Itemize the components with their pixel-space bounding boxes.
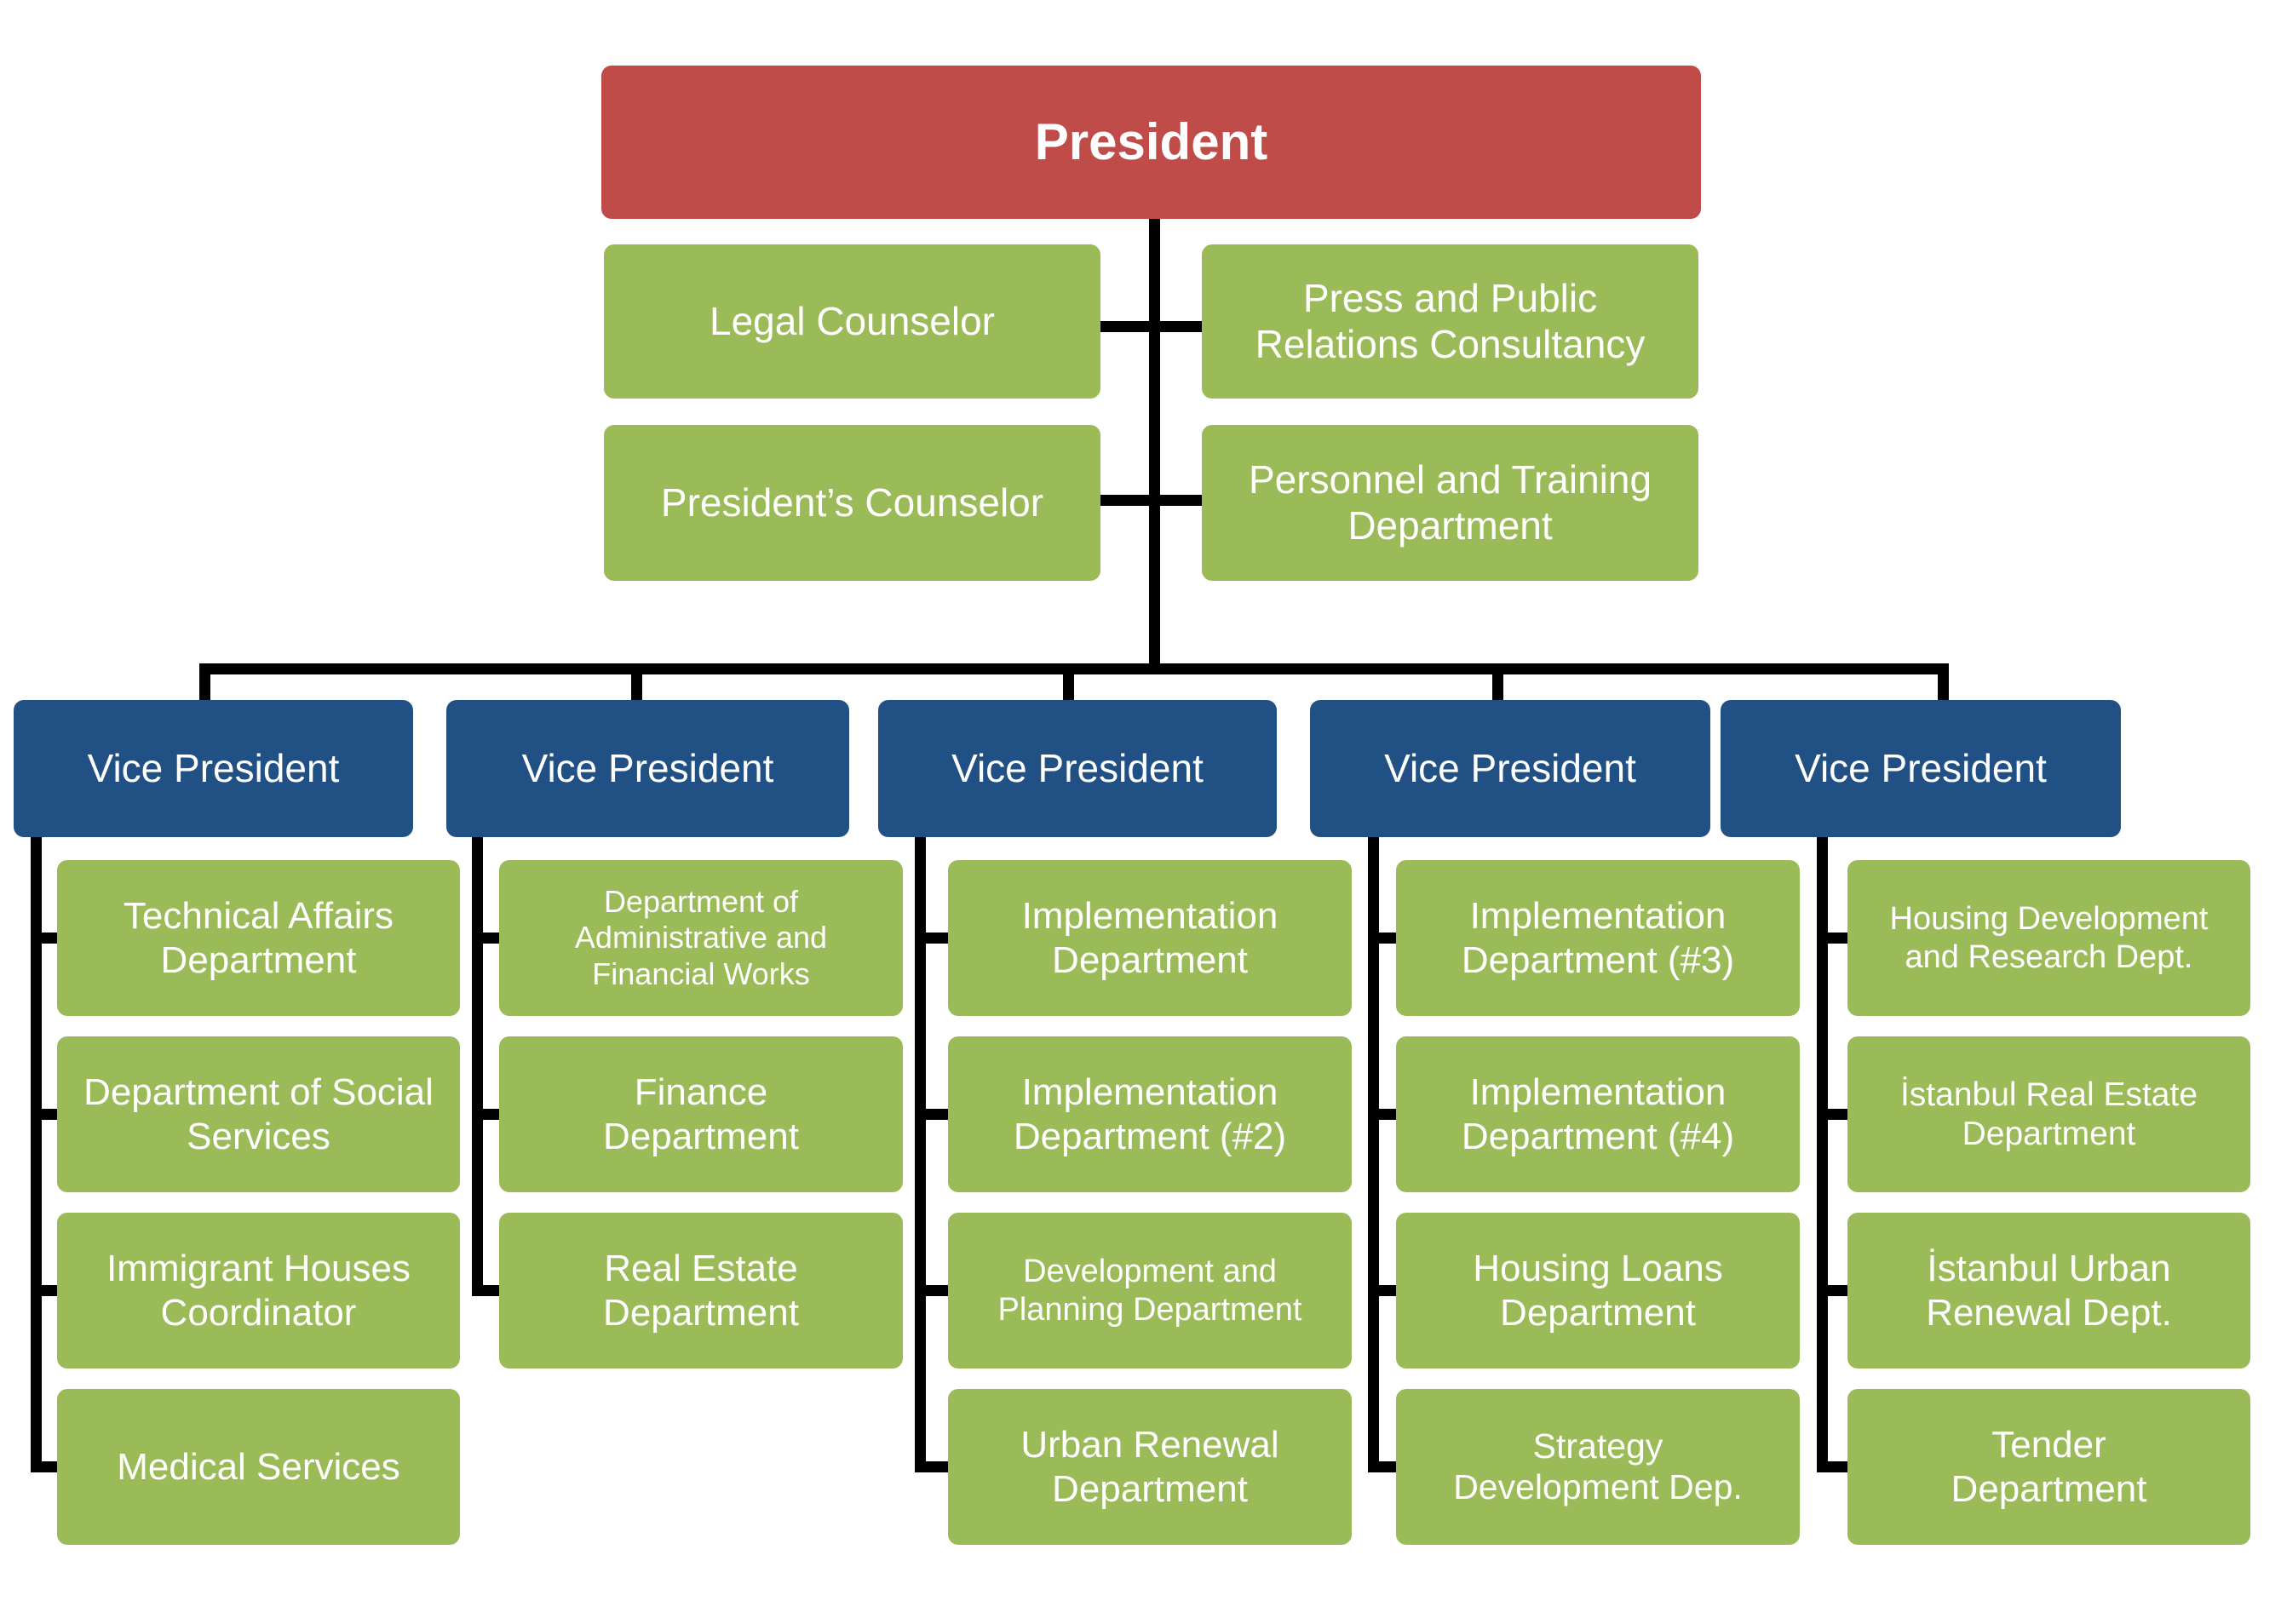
dept-box-urban-renewal: Urban Renewal Department bbox=[948, 1389, 1352, 1545]
staff-box-personnel-training: Personnel and Training Department bbox=[1202, 425, 1698, 581]
vp-box-1: Vice President bbox=[14, 700, 413, 837]
dept-box-implementation-2: Implementation Department (#2) bbox=[948, 1036, 1352, 1192]
dept-box-implementation-3: Implementation Department (#3) bbox=[1396, 860, 1800, 1016]
dept-box-immigrant-houses: Immigrant Houses Coordinator bbox=[57, 1213, 460, 1369]
connector-vp1-drop bbox=[199, 663, 210, 700]
connector-col4-spine bbox=[1368, 837, 1379, 1472]
dept-box-technical-affairs: Technical Affairs Department bbox=[57, 860, 460, 1016]
connector-col3-stub-2 bbox=[915, 1109, 958, 1120]
staff-box-presidents-counselor: President’s Counselor bbox=[604, 425, 1100, 581]
connector-vp2-drop bbox=[631, 663, 642, 700]
dept-box-real-estate: Real Estate Department bbox=[499, 1213, 903, 1369]
connector-vp3-drop bbox=[1063, 663, 1074, 700]
connector-president-drop bbox=[1149, 219, 1160, 674]
dept-box-istanbul-real-estate: İstanbul Real Estate Department bbox=[1847, 1036, 2250, 1192]
connector-counselor-personnel bbox=[1100, 495, 1202, 506]
connector-col3-stub-4 bbox=[915, 1461, 958, 1472]
connector-trunk bbox=[199, 663, 1949, 674]
dept-box-implementation-1: Implementation Department bbox=[948, 860, 1352, 1016]
dept-box-housing-loans: Housing Loans Department bbox=[1396, 1213, 1800, 1369]
connector-col2-spine bbox=[472, 837, 483, 1295]
connector-legal-press bbox=[1100, 321, 1202, 332]
dept-box-development-planning: Development and Planning Department bbox=[948, 1213, 1352, 1369]
connector-vp4-drop bbox=[1492, 663, 1503, 700]
dept-box-strategy-development: Strategy Development Dep. bbox=[1396, 1389, 1800, 1545]
dept-box-istanbul-urban-renewal: İstanbul Urban Renewal Dept. bbox=[1847, 1213, 2250, 1369]
vp-box-5: Vice President bbox=[1721, 700, 2121, 837]
connector-col5-spine bbox=[1817, 837, 1828, 1472]
connector-col3-spine bbox=[915, 837, 926, 1472]
vp-box-3: Vice President bbox=[878, 700, 1277, 837]
vp-box-4: Vice President bbox=[1310, 700, 1710, 837]
dept-box-tender: Tender Department bbox=[1847, 1389, 2250, 1545]
connector-col3-stub-3 bbox=[915, 1285, 958, 1296]
president-box: President bbox=[601, 66, 1701, 219]
dept-box-finance: Finance Department bbox=[499, 1036, 903, 1192]
connector-vp5-drop bbox=[1938, 663, 1949, 700]
staff-box-press-public-relations: Press and Public Relations Consultancy bbox=[1202, 244, 1698, 399]
staff-box-legal-counselor: Legal Counselor bbox=[604, 244, 1100, 399]
dept-box-medical-services: Medical Services bbox=[57, 1389, 460, 1545]
dept-box-admin-financial-works: Department of Administrative and Financi… bbox=[499, 860, 903, 1016]
dept-box-housing-development-research: Housing Development and Research Dept. bbox=[1847, 860, 2250, 1016]
dept-box-social-services: Department of Social Services bbox=[57, 1036, 460, 1192]
connector-col1-spine bbox=[31, 837, 42, 1472]
dept-box-implementation-4: Implementation Department (#4) bbox=[1396, 1036, 1800, 1192]
connector-col3-stub-1 bbox=[915, 933, 958, 944]
vp-box-2: Vice President bbox=[446, 700, 849, 837]
